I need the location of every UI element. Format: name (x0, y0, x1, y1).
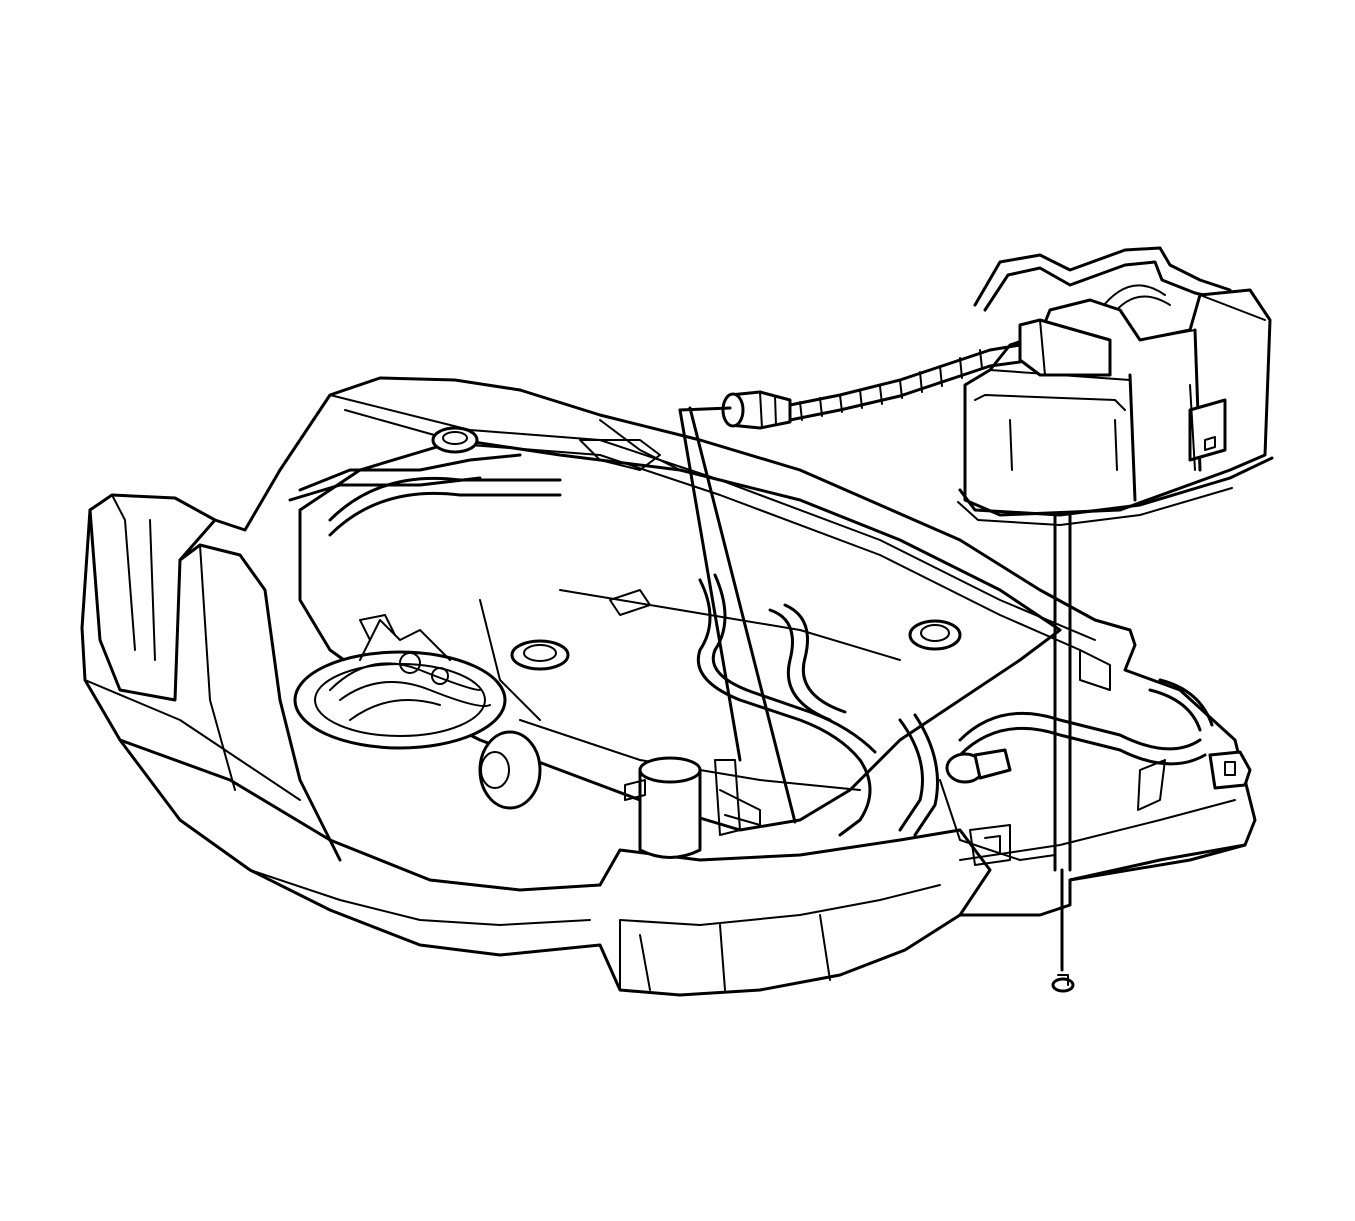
canister-bolt (1051, 974, 1075, 993)
tank-straps (288, 419, 681, 502)
tank-caps (431, 426, 962, 671)
fuel-pump-module (293, 614, 507, 750)
vapor-hose (721, 343, 1022, 430)
fuel-tank (80, 376, 1257, 997)
fuel-lines (328, 476, 1252, 837)
filler-neck-valve (478, 730, 761, 859)
leader-lines (678, 406, 1072, 972)
evap-canister (957, 246, 1274, 526)
